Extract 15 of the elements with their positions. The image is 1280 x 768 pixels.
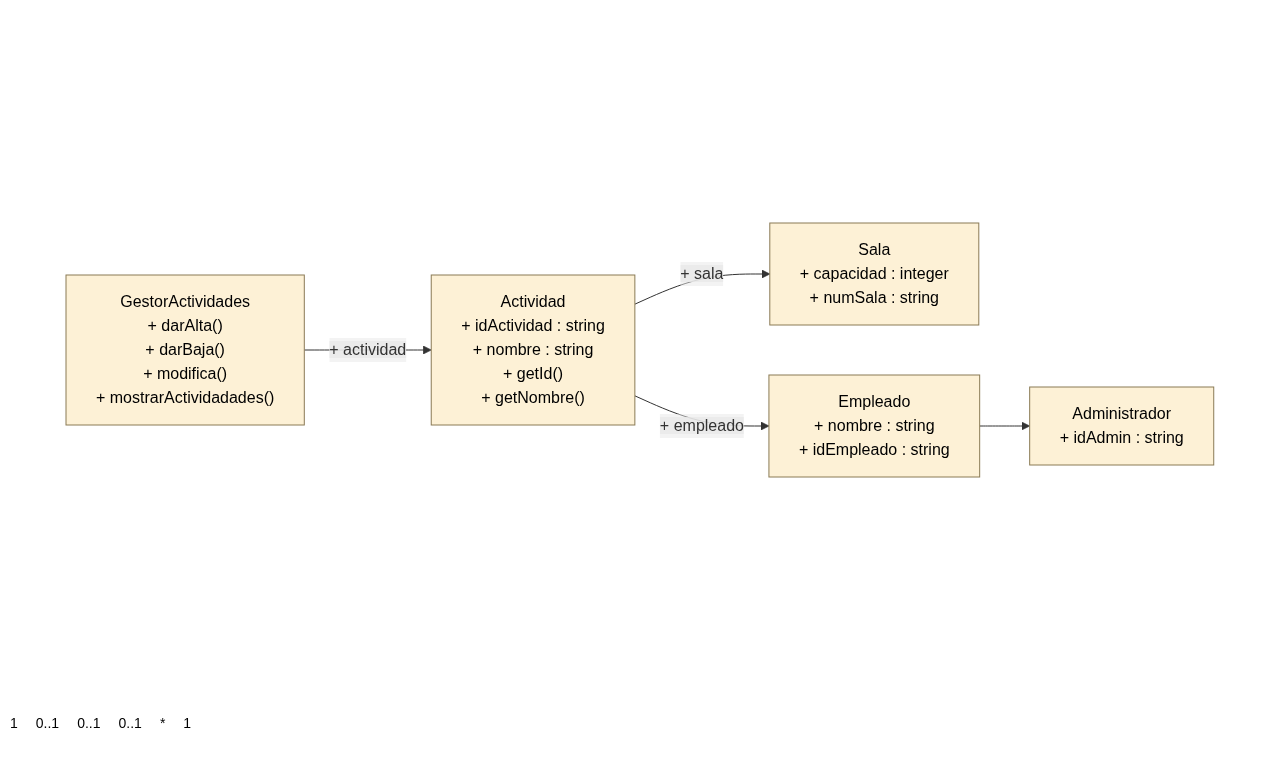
multiplicity-label: 0..1: [77, 715, 101, 731]
multiplicity-label: 1: [10, 715, 18, 731]
edge-label: + actividad: [329, 341, 407, 358]
multiplicity-label: 0..1: [35, 715, 60, 731]
node-box: Sala + capacidad : integer + numSala : string: [769, 222, 980, 326]
node-box: GestorActividades + darAlta() + darBaja() + modifica() + mostrarActividadades(): [65, 274, 305, 426]
edge-label: + sala: [680, 265, 724, 282]
node-box: Actividad + idActividad : string + nombre : string + getId() + getNombre(): [430, 274, 636, 426]
multiplicity-label: *: [159, 715, 166, 731]
node-box: Empleado + nombre : string + idEmpleado : string: [768, 374, 981, 478]
multiplicity-label: 1: [183, 715, 192, 731]
arrow: [979, 421, 1031, 431]
multiplicity-label: 0..1: [118, 715, 142, 731]
edge-label: + empleado: [659, 417, 745, 434]
node-box: Administrador + idAdmin : string: [1029, 386, 1215, 466]
